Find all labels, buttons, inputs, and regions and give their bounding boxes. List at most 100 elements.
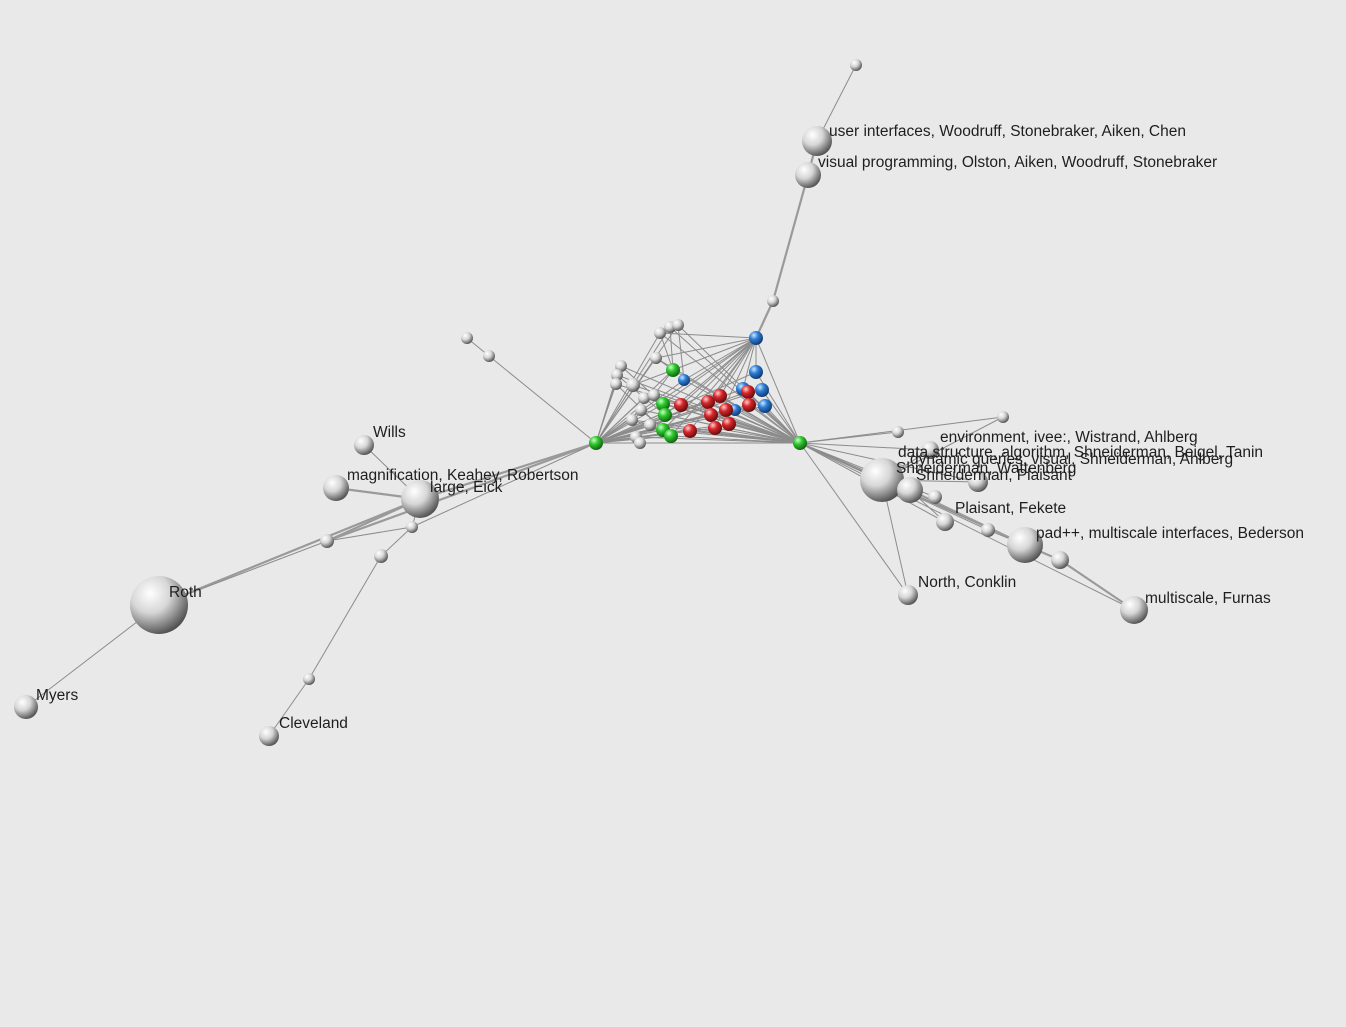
graph-edge [725, 409, 801, 444]
graph-node [483, 350, 495, 362]
graph-node [755, 383, 769, 397]
graph-node [666, 363, 680, 377]
graph-edge [659, 332, 757, 339]
graph-edge [662, 337, 757, 405]
graph-edge [419, 441, 597, 501]
graph-edge [380, 526, 413, 557]
label-shneiderman-wattenberg: Shneiderman, Wattenberg [896, 460, 1076, 477]
graph-node [461, 332, 473, 344]
label-multiscale-furnas: multiscale, Furnas [1145, 590, 1271, 607]
label-plaisant-fekete: Plaisant, Fekete [955, 500, 1066, 517]
graph-node [708, 421, 722, 435]
graph-edge [799, 442, 1135, 611]
graph-edge [595, 369, 674, 444]
graph-node [742, 398, 756, 412]
graph-edge [689, 337, 757, 432]
graph-node [1051, 551, 1069, 569]
graph-edge [747, 391, 801, 444]
label-north-conklin: North, Conklin [918, 574, 1016, 591]
label-wills: Wills [373, 424, 406, 441]
label-large-eick: large, Eick [430, 479, 503, 496]
graph-node [672, 319, 684, 331]
graph-node [610, 378, 622, 390]
label-dynamic-queries: dynamic queries, visual, Shneiderman, Ah… [910, 451, 1233, 468]
graph-edge [669, 326, 674, 371]
graph-edge [326, 441, 597, 543]
graph-node [758, 399, 772, 413]
graph-edge [734, 409, 801, 444]
graph-node [638, 392, 650, 404]
graph-edge [683, 337, 757, 381]
graph-edge [799, 442, 909, 596]
graph-node [968, 472, 988, 492]
graph-node [635, 404, 647, 416]
labels-layer: user interfaces, Woodruff, Stonebraker, … [36, 123, 1304, 732]
graph-edge [748, 404, 801, 444]
graph-node [259, 726, 279, 746]
graph-node [1007, 527, 1043, 563]
graph-node [749, 331, 763, 345]
label-environment-ivee: environment, ivee:, Wistrand, Ahlberg [940, 429, 1198, 446]
graph-node [701, 395, 715, 409]
label-user-interfaces: user interfaces, Woodruff, Stonebraker, … [829, 123, 1186, 140]
graph-node [611, 369, 623, 381]
graph-node [704, 408, 718, 422]
graph-node [897, 477, 923, 503]
label-roth: Roth [169, 584, 202, 601]
label-visual-programming: visual programming, Olston, Aiken, Woodr… [818, 154, 1217, 171]
graph-node [401, 480, 439, 518]
graph-node [683, 424, 697, 438]
graph-edge [761, 389, 801, 444]
graph-node [664, 429, 678, 443]
label-padpp: pad++, multiscale interfaces, Bederson [1036, 525, 1304, 542]
graph-edge [632, 369, 674, 386]
graph-edge [308, 555, 382, 680]
graph-edge [719, 395, 801, 444]
graph-edge [326, 526, 413, 542]
graph-edge [881, 416, 1004, 481]
graph-edge [488, 355, 597, 444]
graph-node [130, 576, 188, 634]
graph-node [644, 419, 656, 431]
graph-node [656, 397, 670, 411]
label-cleveland: Cleveland [279, 715, 348, 732]
graph-edge [1059, 559, 1135, 611]
graph-node [650, 352, 662, 364]
label-data-structure: data structure, algorithm, Shneiderman, … [898, 444, 1263, 461]
graph-edge [595, 357, 657, 444]
graph-edge [742, 337, 757, 390]
graph-edge [799, 442, 931, 451]
graph-edge [909, 489, 1026, 546]
graph-node [674, 398, 688, 412]
graph-edge [689, 430, 801, 444]
graph-edge [755, 337, 801, 444]
graph-node [589, 436, 603, 450]
graph-edge [677, 324, 685, 381]
graph-node [303, 673, 315, 685]
graph-node [767, 295, 779, 307]
graph-node [722, 417, 736, 431]
graph-node [678, 374, 690, 386]
graph-edge [799, 431, 899, 444]
graph-node [793, 436, 807, 450]
graph-node [741, 385, 755, 399]
graph-edge [672, 337, 757, 371]
graph-edge [411, 442, 597, 528]
graph-edge [595, 337, 757, 444]
graph-edge [158, 497, 421, 607]
graph-edge [680, 337, 757, 406]
graph-edge [158, 540, 328, 606]
graph-node [626, 378, 640, 392]
graph-node [749, 365, 763, 379]
graph-edge [655, 337, 757, 359]
graph-node [1120, 596, 1148, 624]
label-magnification: magnification, Keahey, Robertson [347, 467, 579, 484]
graph-node [354, 435, 374, 455]
graph-node [850, 59, 862, 71]
graph-edge [662, 337, 757, 431]
graph-edge [771, 174, 810, 302]
graph-node [14, 695, 38, 719]
graph-node [626, 414, 638, 426]
graph-node [981, 523, 995, 537]
graph-node [802, 126, 832, 156]
